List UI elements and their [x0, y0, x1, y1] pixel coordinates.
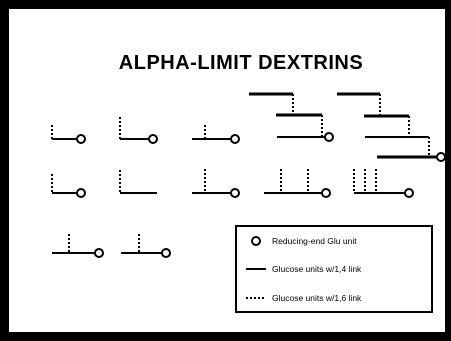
- reducing-end-marker: [404, 188, 414, 198]
- dextrin-8: [192, 169, 240, 198]
- dextrin-4: [249, 92, 334, 142]
- dextrin-12: [121, 234, 171, 258]
- dextrin-3: [192, 125, 240, 144]
- reducing-end-marker: [76, 188, 86, 198]
- dextrin-2: [119, 117, 158, 144]
- dextrin-6: [51, 174, 86, 198]
- reducing-end-marker: [436, 152, 446, 162]
- reducing-end-marker: [230, 188, 240, 198]
- reducing-end-marker: [324, 132, 334, 142]
- dextrin-9: [264, 169, 331, 198]
- dextrin-10: [353, 169, 414, 198]
- legend: Reducing-end Glu unit Glucose units w/1,…: [235, 225, 433, 313]
- legend-link-1-6-label: Glucose units w/1,6 link: [272, 293, 362, 303]
- reducing-end-marker: [148, 134, 158, 144]
- slide-frame: ALPHA-LIMIT DEXTRINS: [7, 7, 447, 334]
- dextrin-7: [119, 170, 157, 194]
- legend-reducing-end-label: Reducing-end Glu unit: [272, 236, 357, 246]
- reducing-end-marker: [94, 248, 104, 258]
- dextrin-11: [52, 234, 104, 258]
- reducing-end-legend-marker: [251, 236, 261, 246]
- reducing-end-marker: [161, 248, 171, 258]
- dextrin-5: [337, 92, 446, 162]
- reducing-end-marker: [230, 134, 240, 144]
- dextrin-diagram: ALPHA-LIMIT DEXTRINS: [51, 52, 446, 313]
- reducing-end-marker: [321, 188, 331, 198]
- diagram-title: ALPHA-LIMIT DEXTRINS: [119, 52, 363, 74]
- legend-box: [235, 225, 433, 313]
- legend-link-1-4-label: Glucose units w/1,4 link: [272, 264, 362, 274]
- dextrin-1: [51, 125, 86, 144]
- reducing-end-marker: [76, 134, 86, 144]
